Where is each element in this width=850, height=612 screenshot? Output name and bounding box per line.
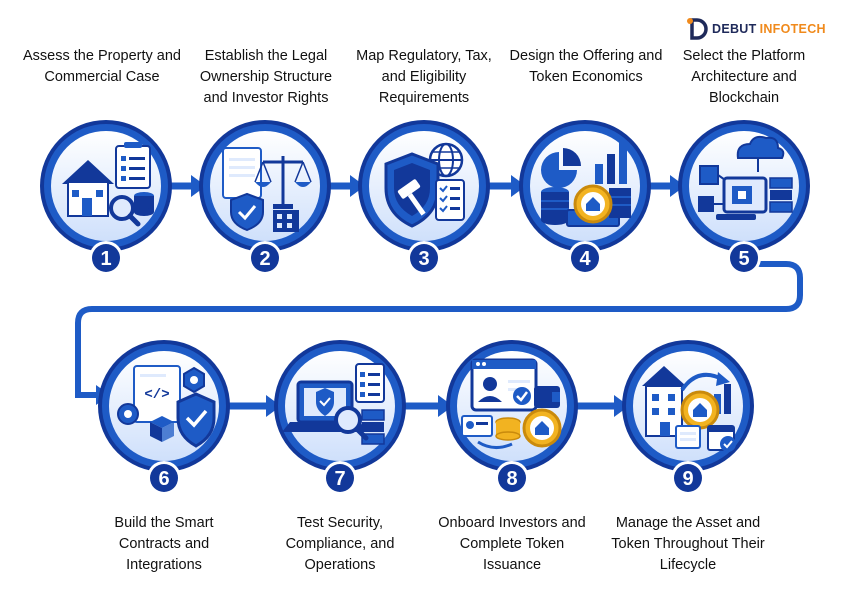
token-economics-icon (541, 142, 631, 227)
step-node-8: 8 (446, 340, 578, 495)
step-number: 6 (158, 468, 169, 490)
step-node-5: 5 (678, 120, 810, 275)
step-badge (571, 244, 599, 272)
step-badge (150, 464, 178, 492)
step-number: 3 (418, 248, 429, 270)
step-badge (498, 464, 526, 492)
arrow-step-8-to-9 (570, 395, 629, 417)
step-badge (410, 244, 438, 272)
security-test-icon (282, 363, 385, 445)
brand-logo: DEBUT INFOTECH (686, 16, 836, 42)
step-badge (92, 244, 120, 272)
brand-name-part1: DEBUT (712, 22, 757, 36)
step-label-7: Test Security, Compliance, and Operation… (285, 515, 395, 573)
smart-contract-icon: </> (117, 365, 216, 448)
step-node-3: 3 (358, 120, 490, 275)
step-node-1: 1 (40, 120, 172, 275)
step-label-5: Select the Platform Architecture and Blo… (682, 48, 806, 106)
step-node-6: </> 6 (98, 340, 230, 495)
step-label-8: Onboard Investors and Complete Token Iss… (438, 515, 586, 573)
step-node-9: 9 (622, 340, 754, 495)
step-label-3: Map Regulatory, Tax, and Eligibility Req… (356, 48, 492, 106)
arrow-step-7-to-8 (398, 395, 453, 417)
step-label-6: Build the Smart Contracts and Integratio… (114, 515, 214, 573)
step-number: 1 (100, 248, 111, 270)
investor-onboarding-icon (461, 358, 562, 449)
step-badge (251, 244, 279, 272)
connector-wrap (75, 261, 803, 398)
step-nodes: 1 2 3 (40, 120, 810, 495)
step-number: 8 (506, 468, 517, 490)
step-label-1: Assess the Property and Commercial Case (23, 48, 181, 85)
house-checklist-icon (62, 142, 154, 227)
step-label-9: Manage the Asset and Token Throughout Th… (611, 515, 765, 573)
arrow-step-6-to-7 (222, 395, 281, 417)
svg-text:</>: </> (144, 387, 169, 403)
blockchain-platform-icon (698, 135, 793, 220)
step-badge (730, 244, 758, 272)
brand-name-part2: INFOTECH (759, 22, 826, 36)
step-label-4: Design the Offering and Token Economics (509, 48, 663, 85)
step-number: 2 (259, 248, 270, 270)
step-number: 7 (334, 468, 345, 490)
step-number: 4 (579, 248, 591, 270)
step-node-2: 2 (199, 120, 331, 275)
regulatory-shield-icon (384, 142, 465, 228)
asset-lifecycle-icon (642, 366, 736, 452)
step-number: 5 (738, 248, 749, 270)
step-node-7: 7 (274, 340, 406, 495)
logo-mark-icon (687, 18, 708, 40)
step-badge (326, 464, 354, 492)
step-number: 9 (682, 468, 693, 490)
legal-scales-icon (222, 147, 312, 232)
step-badge (674, 464, 702, 492)
step-label-2: Establish the Legal Ownership Structure … (199, 48, 333, 106)
step-node-4: 4 (519, 120, 651, 275)
